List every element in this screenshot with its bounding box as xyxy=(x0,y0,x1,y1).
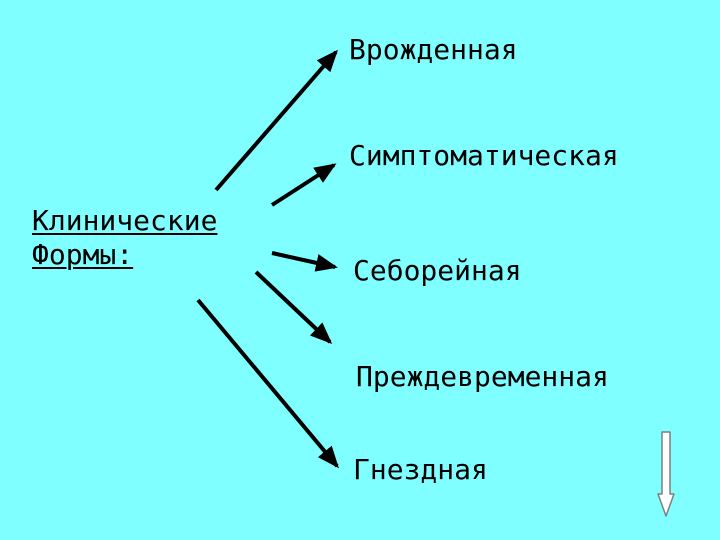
root-label-line2: Формы: xyxy=(32,238,134,271)
arrow-to-prezhdevremennaya xyxy=(254,270,333,345)
form-prezhdevremennaya: Преждевременная xyxy=(356,360,609,393)
form-seboreinaya: Себорейная xyxy=(353,254,522,287)
arrow-to-gnezdnaya xyxy=(196,298,339,469)
arrow-to-seboreinaya xyxy=(271,251,338,272)
form-gnezdnaya: Гнездная xyxy=(353,453,488,486)
form-vrozhdennaya: Врожденная xyxy=(349,33,518,66)
form-simptomaticheskaya: Симптоматическая xyxy=(349,139,619,172)
arrow-to-vrozhdennaya xyxy=(214,49,338,192)
root-label-line1: Клинические xyxy=(32,204,218,237)
down-arrow-icon[interactable] xyxy=(657,431,675,517)
arrow-to-simptomaticheskaya xyxy=(270,163,337,207)
